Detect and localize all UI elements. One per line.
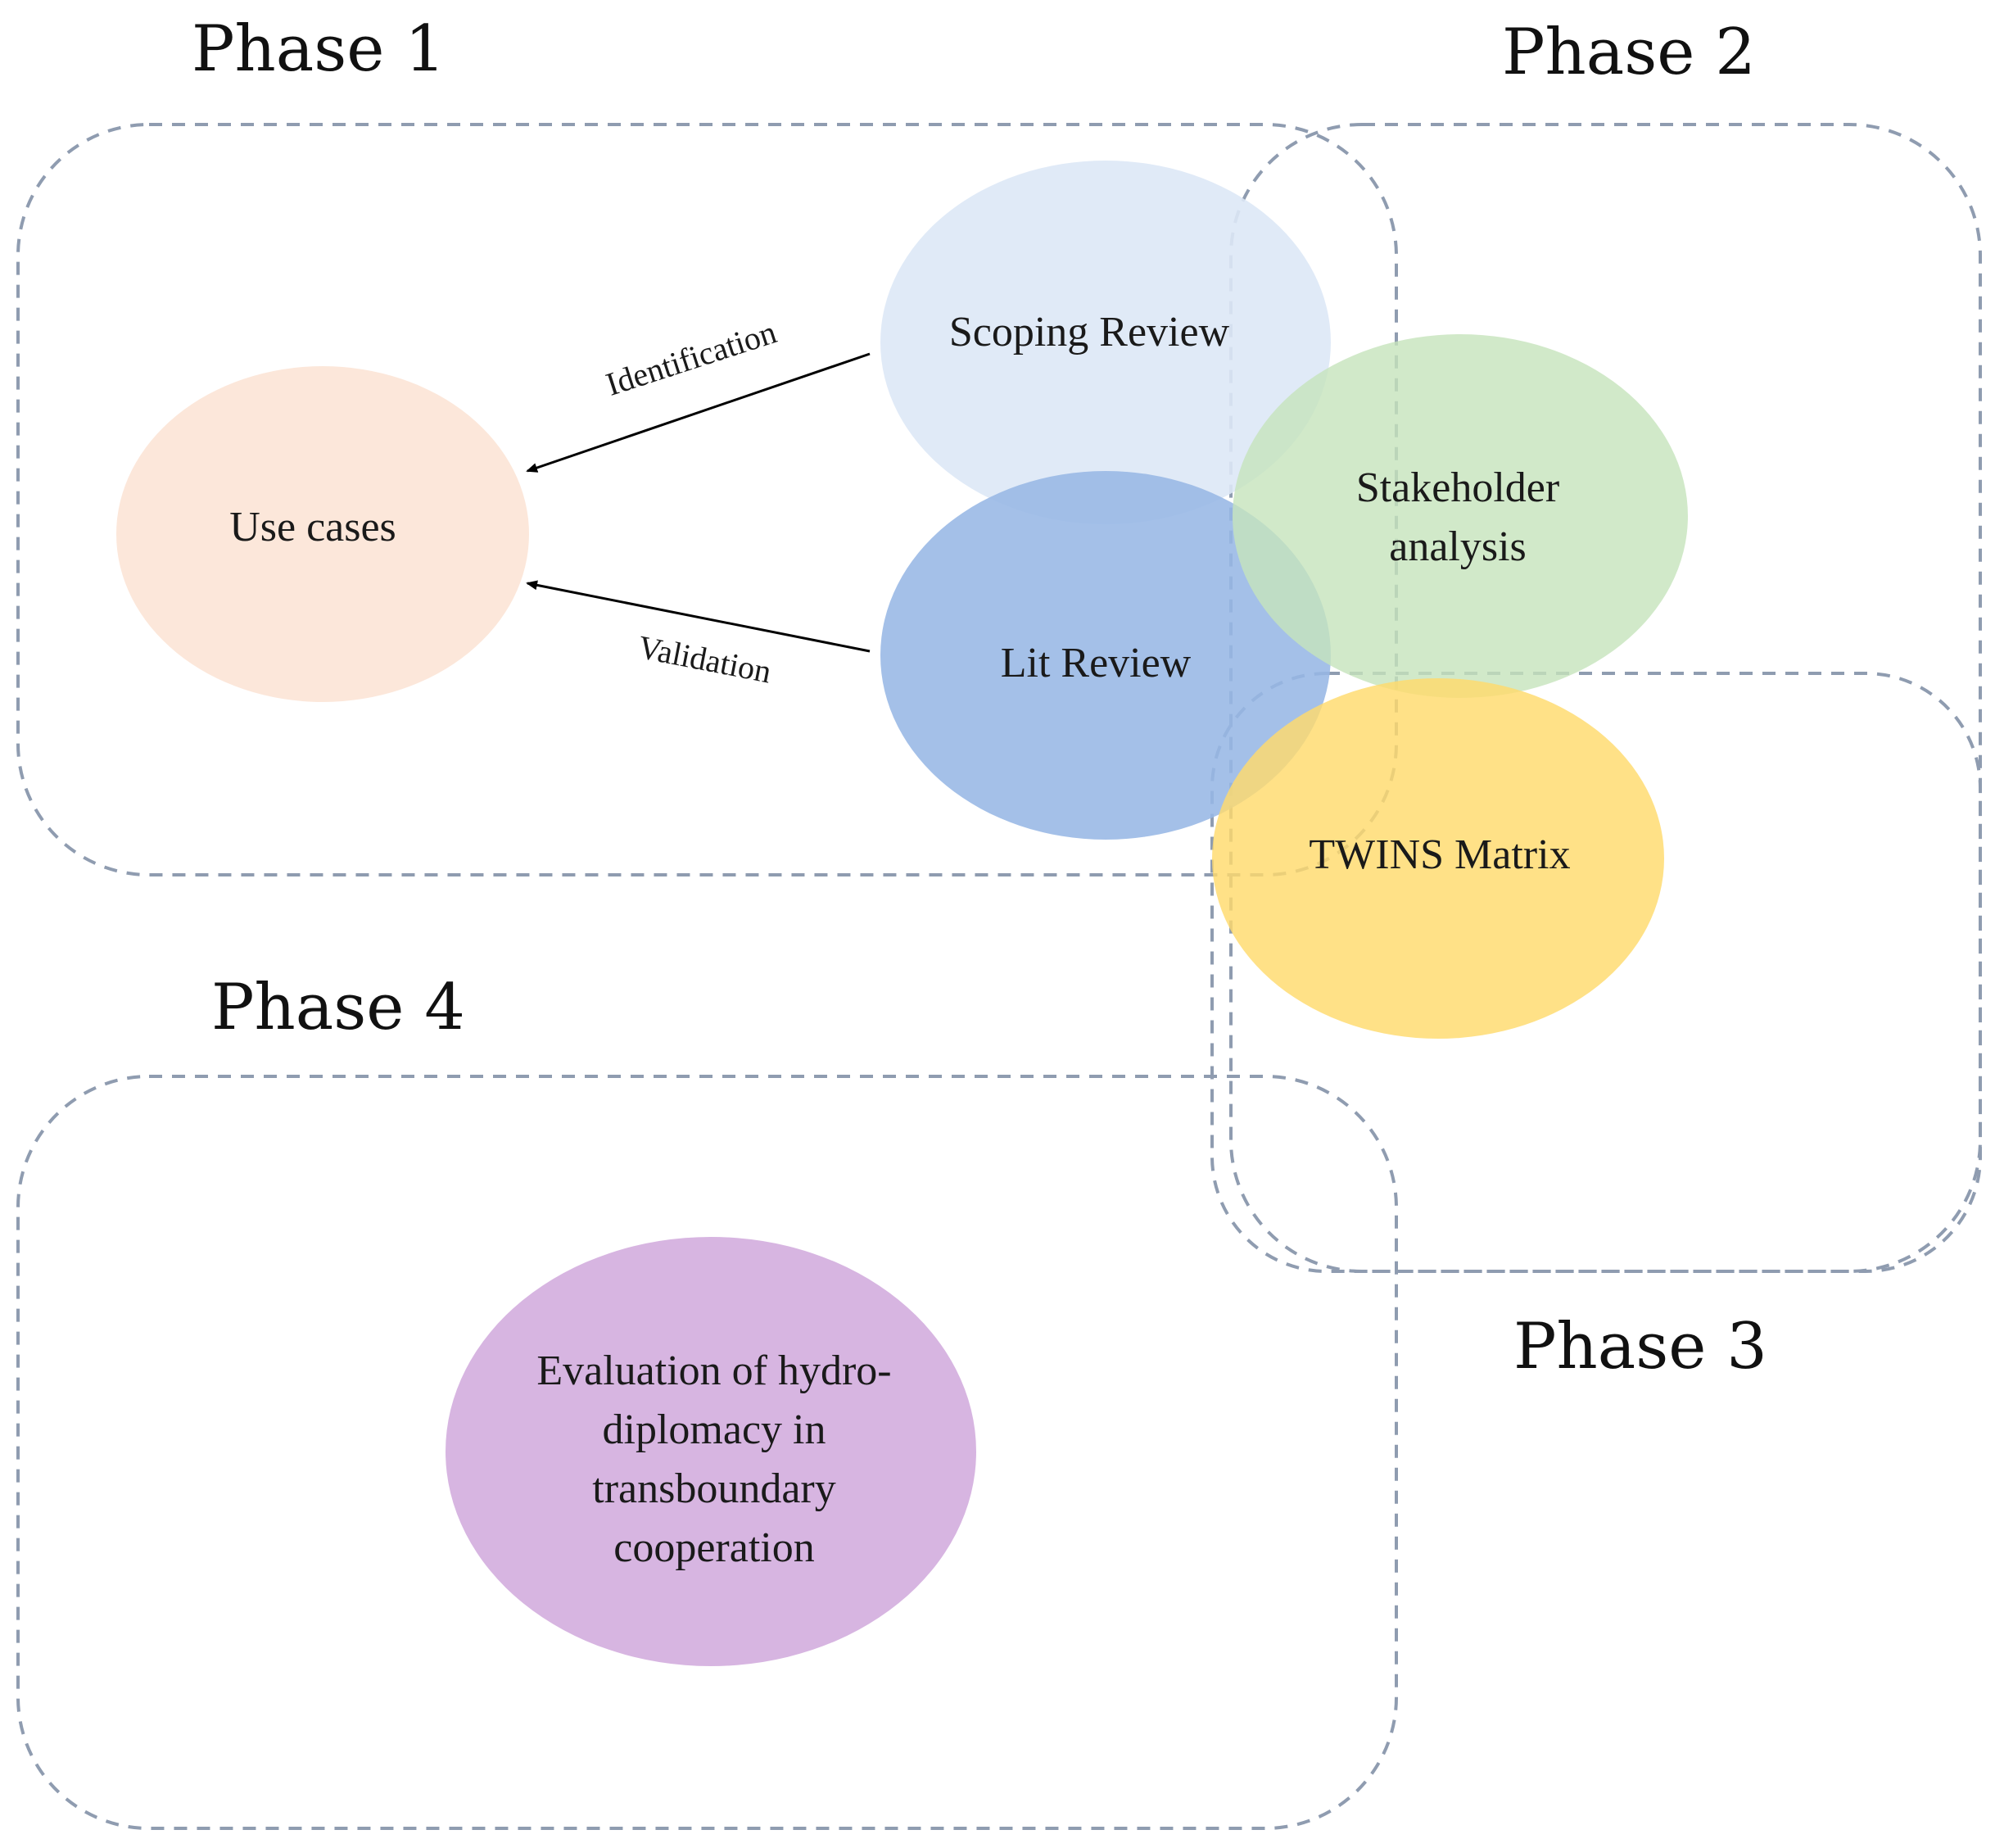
phase4-title: Phase 4 <box>211 971 465 1044</box>
evaluation-label-line1: Evaluation of hydro- <box>536 1348 891 1394</box>
phase1-title: Phase 1 <box>192 12 446 86</box>
stakeholder-label-line2: analysis <box>1389 523 1527 570</box>
scoping-review-label: Scoping Review <box>949 309 1230 356</box>
phase3-frame <box>1210 672 1982 1273</box>
validation-label: Validation <box>636 628 775 691</box>
lit-review-label: Lit Review <box>1001 640 1192 686</box>
stakeholder-label-line1: Stakeholder <box>1356 464 1559 511</box>
use-cases-node <box>116 366 529 702</box>
lit-review-node <box>880 471 1331 840</box>
scoping-review-node <box>880 161 1331 524</box>
phase4-frame <box>16 1075 1398 1830</box>
validation-arrow <box>526 580 871 653</box>
evaluation-label-line4: cooperation <box>613 1524 814 1571</box>
twins-matrix-node <box>1212 678 1664 1039</box>
phase3-title: Phase 3 <box>1513 1310 1767 1384</box>
stakeholder-analysis-node <box>1233 334 1688 698</box>
identification-label: Identification <box>601 313 780 402</box>
evaluation-node <box>446 1237 976 1666</box>
evaluation-label-line2: diplomacy in <box>603 1406 826 1453</box>
use-cases-label: Use cases <box>229 504 396 550</box>
twins-matrix-label: TWINS Matrix <box>1309 831 1570 878</box>
evaluation-label-line3: transboundary <box>592 1465 835 1512</box>
phase2-title: Phase 2 <box>1502 16 1756 89</box>
identification-arrow <box>526 352 871 473</box>
